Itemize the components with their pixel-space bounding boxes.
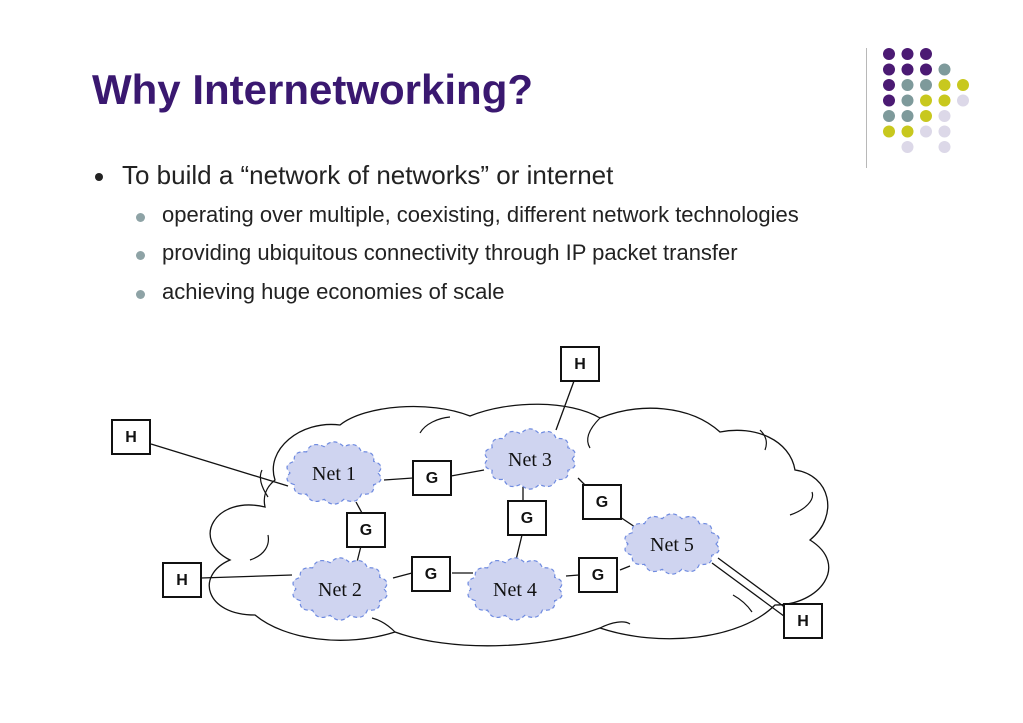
host-box <box>783 603 823 639</box>
decorative-dot <box>901 125 914 138</box>
decorative-dot <box>883 79 895 91</box>
gateway-box <box>412 460 452 496</box>
decorative-dot <box>883 48 895 60</box>
bullet-dot-icon <box>95 173 103 181</box>
decorative-dot <box>883 63 895 76</box>
title-divider <box>866 48 867 168</box>
decorative-dot <box>920 125 932 138</box>
host-label: H <box>176 572 188 589</box>
host-label: H <box>125 429 137 446</box>
sub-bullet-text: operating over multiple, coexisting, dif… <box>162 202 799 227</box>
host-label: H <box>797 613 809 630</box>
decorative-dot <box>938 79 951 91</box>
gateway-label: G <box>425 566 437 583</box>
network-label: Net 4 <box>493 579 537 601</box>
decorative-dot <box>883 125 895 138</box>
decorative-dot <box>938 94 951 107</box>
host-label: H <box>574 356 586 373</box>
gateway-box <box>346 512 386 548</box>
gateway-label: G <box>596 494 608 511</box>
cloud-arc <box>419 416 451 434</box>
bullet-text: To build a “network of networks” or inte… <box>122 160 614 190</box>
decorative-dot <box>938 125 951 138</box>
decorative-dot <box>920 79 932 91</box>
network-cloud <box>624 513 720 575</box>
decorative-dot <box>938 63 951 76</box>
decorative-dot <box>938 141 951 153</box>
link-line <box>356 545 362 563</box>
decorative-dot <box>901 94 914 107</box>
decorative-dot <box>957 94 969 107</box>
decorative-dot <box>920 94 932 107</box>
sub-bullet-dot-icon <box>136 290 145 299</box>
sub-bullet-dot-icon <box>136 251 145 260</box>
gateway-box <box>578 557 618 593</box>
decorative-dot <box>883 110 895 122</box>
decorative-dot <box>920 48 932 60</box>
host-box <box>162 562 202 598</box>
link-line <box>577 477 586 486</box>
network-label: Net 1 <box>312 463 356 485</box>
decorative-dot <box>920 110 932 122</box>
decorative-dot <box>920 63 932 76</box>
host-box <box>560 346 600 382</box>
network-label: Net 3 <box>508 449 552 471</box>
link-line <box>200 574 293 579</box>
cloud-arc <box>371 617 396 633</box>
network-cloud <box>484 428 576 490</box>
gateway-label: G <box>426 470 438 487</box>
link-line <box>619 565 631 571</box>
decorative-dot <box>901 141 914 153</box>
network-cloud <box>292 557 388 621</box>
gateway-box <box>582 484 622 520</box>
cloud-arc <box>259 469 269 498</box>
cloud-arc <box>249 534 270 561</box>
gateway-label: G <box>360 522 372 539</box>
network-label: Net 2 <box>318 579 362 601</box>
decorative-dot <box>901 48 914 60</box>
decorative-dot <box>883 94 895 107</box>
decorative-dot <box>957 79 969 91</box>
cloud-arc <box>789 491 814 516</box>
sub-bullet-text: providing ubiquitous connectivity throug… <box>162 240 738 265</box>
link-line <box>565 574 580 577</box>
gateway-label: G <box>521 510 533 527</box>
link-line <box>450 469 485 477</box>
slide-title: Why Internetworking? <box>92 66 533 113</box>
decorative-dot <box>938 110 951 122</box>
link-line <box>555 380 575 431</box>
gateway-box <box>411 556 451 592</box>
gateway-box <box>507 500 547 536</box>
link-line <box>711 562 793 623</box>
network-label: Net 5 <box>650 534 694 556</box>
decorative-dot-grid <box>883 48 969 153</box>
link-line <box>392 572 413 579</box>
decorative-dot <box>901 63 914 76</box>
link-line <box>619 516 636 528</box>
cloud-arc <box>587 417 601 449</box>
decorative-dot <box>901 110 914 122</box>
network-cloud <box>286 441 382 505</box>
sub-bullet-text: achieving huge economies of scale <box>162 279 505 304</box>
sub-bullet-dot-icon <box>136 213 145 222</box>
link-line <box>515 534 523 561</box>
link-line <box>383 477 414 481</box>
link-line <box>150 443 289 487</box>
gateway-label: G <box>592 567 604 584</box>
cloud-arc <box>759 429 767 451</box>
host-box <box>111 419 151 455</box>
cloud-arc <box>732 594 753 613</box>
link-line <box>355 501 363 514</box>
network-cloud <box>467 557 563 621</box>
internet-cloud <box>208 403 830 647</box>
cloud-arc <box>599 621 631 629</box>
decorative-dot <box>901 79 914 91</box>
